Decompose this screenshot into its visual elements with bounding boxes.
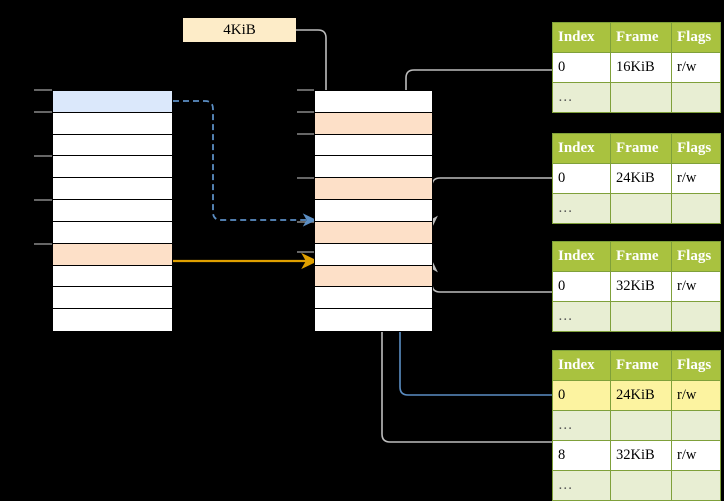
physical-memory-row-6 <box>315 221 432 244</box>
physical-memory-row-10 <box>315 309 432 331</box>
cell-flags <box>671 193 721 224</box>
cell-flags: r/w <box>671 52 721 83</box>
virtual-row-9 <box>53 287 172 310</box>
page-size-label: 4KiB <box>183 18 296 42</box>
cell-flags: r/w <box>671 271 721 302</box>
table-row[interactable]: … <box>552 82 721 113</box>
cell-frame: 24KiB <box>610 380 672 411</box>
middle-column-ticks <box>297 89 314 253</box>
virtual-row-2 <box>53 134 172 157</box>
cell-frame: 24KiB <box>610 163 672 194</box>
column-header-flags: Flags <box>671 133 721 164</box>
cell-index: 8 <box>552 440 611 471</box>
column-header-flags: Flags <box>671 241 721 272</box>
left-column-ticks <box>34 89 52 245</box>
cell-index: 0 <box>552 163 611 194</box>
cell-index: … <box>552 193 611 224</box>
virtual-row-8 <box>53 265 172 288</box>
table-row[interactable]: … <box>552 410 721 441</box>
virtual-row-4 <box>53 178 172 201</box>
column-header-index: Index <box>552 241 611 272</box>
virtual-row-3 <box>53 156 172 179</box>
cell-frame <box>610 301 672 332</box>
virtual-row-5 <box>53 200 172 222</box>
physical-memory-row-2 <box>315 134 432 157</box>
virtual-row-10 <box>53 309 172 331</box>
column-header-frame: Frame <box>610 22 672 53</box>
cell-index: … <box>552 410 611 441</box>
cell-index: 0 <box>552 271 611 302</box>
virtual-page-to-physical-dashed-arrow <box>173 100 317 227</box>
cell-index: 0 <box>552 52 611 83</box>
column-header-frame: Frame <box>610 133 672 164</box>
cell-flags <box>671 470 721 501</box>
table3-to-physical-arrow <box>426 260 552 293</box>
table-row[interactable]: … <box>552 301 721 332</box>
cell-flags: r/w <box>671 163 721 194</box>
virtual-address-space-column <box>52 90 173 332</box>
cell-index: 0 <box>552 380 611 411</box>
virtual-row-6 <box>53 221 172 244</box>
column-header-flags: Flags <box>671 350 721 381</box>
virtual-row-7 <box>53 243 172 266</box>
cell-flags: r/w <box>671 440 721 471</box>
table-row[interactable]: … <box>552 470 721 501</box>
column-header-frame: Frame <box>610 241 672 272</box>
cell-flags <box>671 301 721 332</box>
physical-memory-row-5 <box>315 200 432 222</box>
physical-memory-row-7 <box>315 243 432 266</box>
virtual-row-1 <box>53 112 172 135</box>
column-header-index: Index <box>552 133 611 164</box>
cell-flags <box>671 410 721 441</box>
physical-memory-row-1 <box>315 112 432 135</box>
column-header-frame: Frame <box>610 350 672 381</box>
cell-index: … <box>552 301 611 332</box>
cell-index: … <box>552 470 611 501</box>
cell-frame <box>610 410 672 441</box>
physical-memory-row-0 <box>315 91 432 113</box>
column-header-flags: Flags <box>671 22 721 53</box>
cell-flags: r/w <box>671 380 721 411</box>
physical-memory-row-4 <box>315 178 432 201</box>
cell-flags <box>671 82 721 113</box>
table-row[interactable]: … <box>552 193 721 224</box>
physical-memory-row-8 <box>315 265 432 288</box>
table2-to-physical-arrow <box>426 177 552 228</box>
column-header-index: Index <box>552 350 611 381</box>
cell-frame <box>610 193 672 224</box>
cell-frame: 32KiB <box>610 271 672 302</box>
physical-memory-column <box>314 90 433 332</box>
cell-frame: 32KiB <box>610 440 672 471</box>
cell-frame <box>610 470 672 501</box>
cell-frame <box>610 82 672 113</box>
cell-index: … <box>552 82 611 113</box>
physical-memory-row-9 <box>315 287 432 310</box>
cell-frame: 16KiB <box>610 52 672 83</box>
virtual-row-0 <box>53 91 172 113</box>
physical-memory-row-3 <box>315 156 432 179</box>
column-header-index: Index <box>552 22 611 53</box>
